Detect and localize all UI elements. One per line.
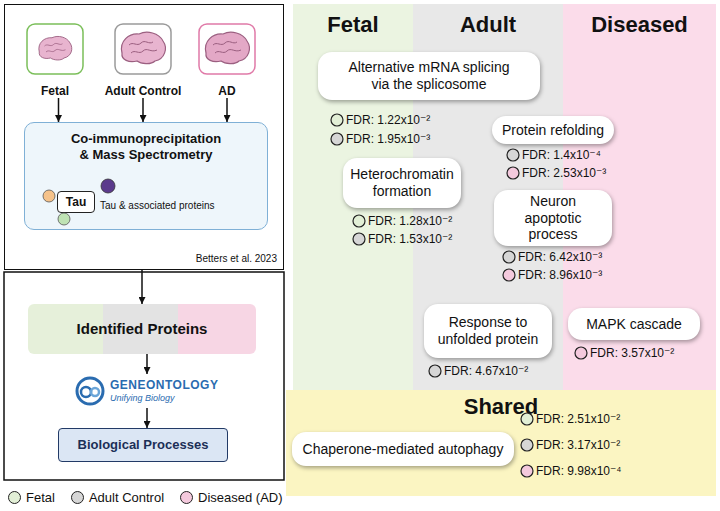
fdr-value: FDR: 1.28x10⁻² xyxy=(368,214,452,228)
node-text: Diseased xyxy=(591,12,688,38)
sample-brain: Adult Control xyxy=(95,24,191,98)
sample-brain: AD xyxy=(192,24,262,98)
node-text: Chaperone-mediated autophagy xyxy=(303,441,504,458)
node-text: Unifying Biology xyxy=(110,393,222,404)
panel-frame xyxy=(4,272,284,480)
node-text: Protein refolding xyxy=(502,122,604,139)
output-box: Biological Processes xyxy=(58,428,228,462)
logo-ring xyxy=(81,387,91,397)
fdr-value: FDR: 1.53x10⁻² xyxy=(368,232,452,246)
node-text: Alternative mRNA splicing via the splico… xyxy=(326,59,532,93)
go-logo xyxy=(77,378,103,404)
flow-arrow xyxy=(142,98,144,122)
method-box: Co-immunoprecipitation & Mass Spectromet… xyxy=(24,122,268,230)
fdr-value: FDR: 1.95x10⁻³ xyxy=(346,132,430,146)
brain-gyri xyxy=(129,42,157,53)
brain-frame xyxy=(199,24,255,74)
legend: Fetal Adult Control Diseased (AD) xyxy=(8,490,283,505)
legend-text: Fetal xyxy=(26,490,55,505)
node-text: Shared xyxy=(464,394,539,420)
fdr-value: FDR: 8.96x10⁻³ xyxy=(518,268,602,282)
fdr-value: FDR: 2.51x10⁻² xyxy=(536,412,620,426)
fdr-value: FDR: 1.22x10⁻² xyxy=(346,113,430,127)
brain-shape xyxy=(205,32,249,63)
brain-gyri xyxy=(213,42,241,53)
flow-arrow xyxy=(58,98,60,122)
node-text: Betters et al. 2023 xyxy=(196,253,277,265)
node-text: Identified Proteins xyxy=(77,320,208,338)
brain-shape xyxy=(39,36,72,60)
shared-band: SharedChaperone-mediated autophagy xyxy=(286,390,716,496)
legend-swatch xyxy=(71,491,84,504)
process-bubble: Protein refolding xyxy=(492,116,614,144)
fdr-value: FDR: 9.98x10⁻⁴ xyxy=(536,464,622,478)
fdr-value: FDR: 3.57x10⁻² xyxy=(590,346,674,360)
brain-frame xyxy=(115,24,171,74)
node-text: AD xyxy=(218,84,235,98)
sample-brain: Fetal xyxy=(17,24,93,98)
brain-frame xyxy=(27,24,83,74)
node-text: Neuron apoptotic process xyxy=(502,193,604,243)
node-text: Adult Control xyxy=(105,84,182,98)
adult-brain xyxy=(115,24,171,74)
node-text: Tau xyxy=(66,195,86,209)
node-text: MAPK cascade xyxy=(586,316,682,333)
node-text: Co-immunoprecipitation & Mass Spectromet… xyxy=(51,131,241,162)
legend-text: Adult Control xyxy=(89,490,164,505)
callout-label: Tau & associated proteins xyxy=(100,199,215,213)
legend-item: Diseased (AD) xyxy=(180,490,283,505)
node-text: Heterochromatin formation xyxy=(350,166,454,200)
node-text: Adult xyxy=(460,12,516,38)
logo-ring xyxy=(77,378,103,404)
logo-ring xyxy=(91,388,99,396)
fdr-value: FDR: 4.67x10⁻² xyxy=(444,364,528,378)
fetal-brain xyxy=(27,24,83,74)
fdr-value: FDR: 1.4x10⁻⁴ xyxy=(522,148,601,162)
brain-shape xyxy=(121,32,165,63)
fdr-value: FDR: 3.17x10⁻² xyxy=(536,438,620,452)
go-logo-box: GENEONTOLOGYUnifying Biology xyxy=(72,374,222,408)
legend-text: Diseased (AD) xyxy=(198,490,283,505)
process-bubble: Neuron apoptotic process xyxy=(494,190,612,246)
node-text: Fetal xyxy=(327,12,378,38)
node-text: Fetal xyxy=(41,84,69,98)
flow-arrow xyxy=(141,270,143,304)
legend-swatch xyxy=(180,491,193,504)
ad-brain xyxy=(199,24,255,74)
tau-box: Tau xyxy=(57,191,95,213)
legend-swatch xyxy=(8,491,21,504)
node-text: GENEONTOLOGY xyxy=(110,378,222,392)
process-bubble: Chaperone-mediated autophagy xyxy=(292,432,514,466)
legend-item: Adult Control xyxy=(71,490,164,505)
flow-arrow xyxy=(146,408,148,428)
process-bubble: Response to unfolded protein xyxy=(424,304,552,358)
method-panel: Betters et al. 2023 Fetal Adult Control AD C… xyxy=(4,4,284,270)
fdr-value: FDR: 2.53x10⁻³ xyxy=(522,166,606,180)
brain-gyri xyxy=(45,43,66,52)
legend-item: Fetal xyxy=(8,490,55,505)
flow-arrow xyxy=(226,98,228,122)
result-band: Identified Proteins xyxy=(28,304,256,354)
process-bubble: MAPK cascade xyxy=(568,308,700,340)
flow-arrow xyxy=(146,354,148,374)
fdr-value: FDR: 6.42x10⁻³ xyxy=(518,250,602,264)
process-bubble: Heterochromatin formation xyxy=(343,158,461,208)
process-bubble: Alternative mRNA splicing via the splico… xyxy=(318,52,540,100)
node-text: Response to unfolded protein xyxy=(432,314,544,348)
node-text: Biological Processes xyxy=(78,437,209,453)
